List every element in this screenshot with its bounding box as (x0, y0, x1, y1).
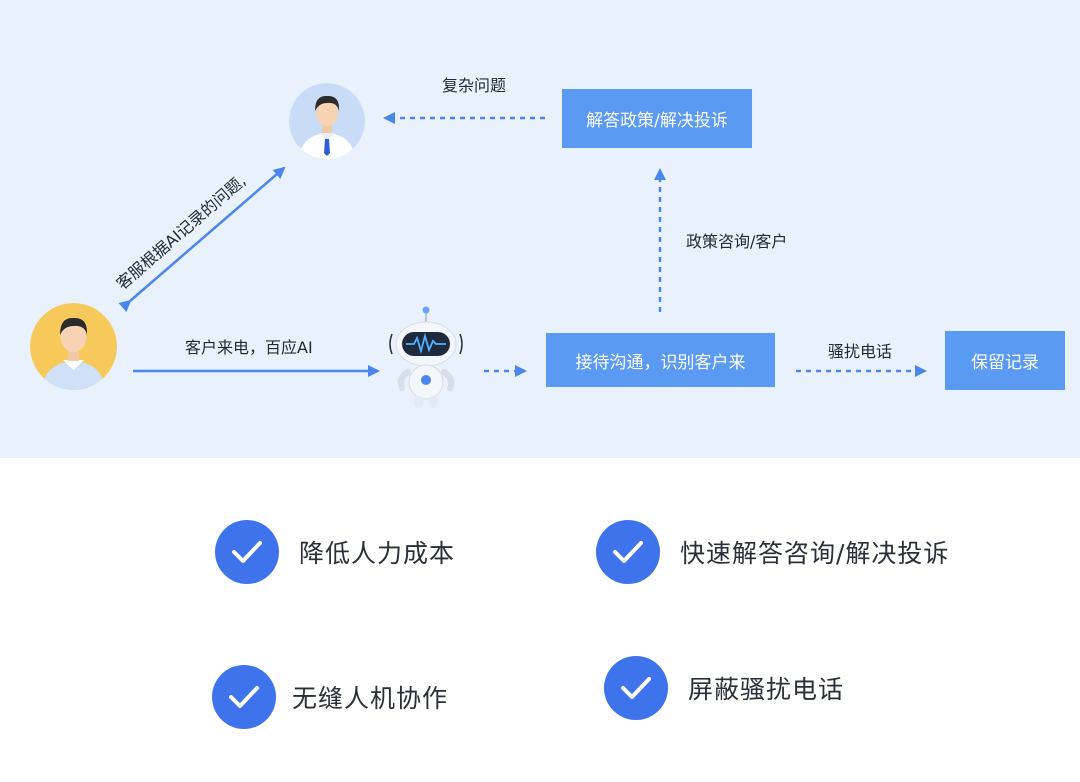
benefit-label: 降低人力成本 (299, 539, 456, 568)
receive-identify-box: 接待沟通，识别客户来 (546, 333, 775, 387)
flow-diagram: 解答政策/解决投诉 接待沟通，识别客户来 保留记录 复杂问题 客户来电，百应AI… (0, 0, 1080, 458)
keep-record-box: 保留记录 (945, 331, 1065, 390)
customer-avatar (30, 303, 117, 390)
answer-policy-box: 解答政策/解决投诉 (562, 89, 752, 148)
checkmark-icon (596, 520, 660, 584)
benefit-label: 快速解答咨询/解决投诉 (680, 539, 950, 568)
agent-avatar (289, 83, 365, 159)
flow-connectors (118, 112, 927, 377)
customer-call-label: 客户来电，百应AI (185, 338, 313, 357)
benefit-label: 无缝人机协作 (292, 684, 449, 713)
checkmark-icon (604, 656, 668, 720)
arrow-customer-agent (118, 166, 286, 313)
policy-inquiry-label: 政策咨询/客户 (686, 232, 788, 251)
benefit-label: 屏蔽骚扰电话 (688, 675, 845, 704)
benefit-block-harassment: 屏蔽骚扰电话 (604, 656, 844, 720)
checkmark-icon (215, 520, 279, 584)
benefit-seamless-collaboration: 无缝人机协作 (212, 665, 448, 729)
benefit-quick-answer: 快速解答咨询/解决投诉 (596, 520, 949, 584)
benefit-reduce-labor-cost: 降低人力成本 (215, 520, 455, 584)
complex-issue-label: 复杂问题 (442, 76, 507, 95)
ai-robot-icon (386, 306, 466, 412)
checkmark-icon (212, 665, 276, 729)
harassment-call-label: 骚扰电话 (828, 342, 893, 361)
